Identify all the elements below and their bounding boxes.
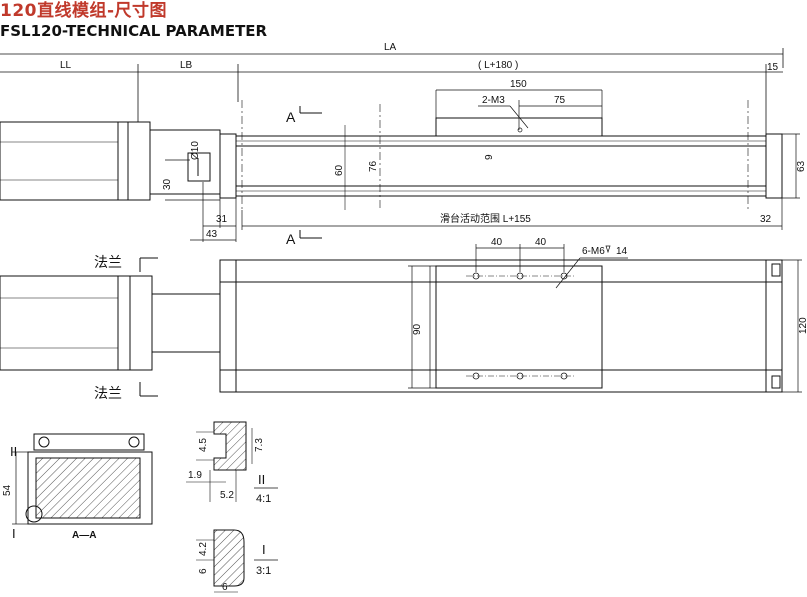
plan-view: 法兰 法兰 90 (0, 237, 807, 401)
dim-90: 90 (412, 323, 423, 335)
dim-m6-depth: 14 (616, 246, 628, 257)
dim-LB: LB (180, 60, 193, 71)
dim-LL: LL (60, 60, 72, 71)
dim-31: 31 (216, 214, 228, 225)
dim-1-9: 1.9 (188, 470, 202, 481)
dim-6a: 6 (198, 568, 209, 574)
dim-76: 76 (368, 160, 379, 172)
dim-4-2: 4.2 (198, 542, 209, 556)
dim-150: 150 (510, 79, 527, 90)
dim-4-5: 4.5 (198, 438, 209, 452)
label-i: I (12, 526, 16, 541)
dim-75: 75 (554, 95, 566, 106)
dim-120: 120 (798, 317, 807, 334)
top-view: LA LL LB ( L+180 ) 15 Ø10 30 (0, 42, 807, 247)
dim-60: 60 (334, 164, 345, 176)
section-aa: 54 II I A—A (2, 433, 153, 541)
label-detail-ii: II (258, 472, 265, 487)
dim-L180: ( L+180 ) (478, 60, 518, 71)
dim-54: 54 (2, 484, 13, 496)
dim-phi10: Ø10 (190, 141, 201, 160)
label-ii: II (10, 444, 17, 459)
drawing-title: 120直线模组-尺寸图 (0, 1, 168, 21)
flange-label-top: 法兰 (94, 254, 122, 270)
drawing-subtitle: FSL120-TECHNICAL PARAMETER (0, 22, 268, 40)
dim-40a: 40 (491, 237, 503, 248)
dim-63: 63 (796, 160, 807, 172)
dim-7-3: 7.3 (254, 438, 265, 452)
dim-43: 43 (206, 229, 218, 240)
dim-2m3: 2-M3 (482, 95, 505, 106)
scale-3-1: 3:1 (256, 565, 271, 577)
section-a-bottom: A (286, 231, 296, 247)
dim-m6: 6-M6 (582, 246, 605, 257)
section-a-top: A (286, 109, 296, 125)
scale-4-1: 4:1 (256, 493, 271, 505)
dim-40b: 40 (535, 237, 547, 248)
dim-stroke: 滑台活动范围 L+155 (440, 212, 531, 225)
dim-32: 32 (760, 214, 772, 225)
dim-30: 30 (162, 178, 173, 190)
dim-6b: 6 (222, 582, 228, 593)
detail-i: 4.2 6 6 I 3:1 (196, 529, 278, 593)
label-aa: A—A (72, 530, 96, 541)
dim-LA: LA (384, 42, 397, 53)
label-detail-i: I (262, 542, 266, 557)
dim-15: 15 (767, 62, 779, 73)
dim-5-2: 5.2 (220, 490, 234, 501)
detail-ii: 4.5 7.3 1.9 5.2 II 4:1 (186, 421, 278, 505)
flange-label-bottom: 法兰 (94, 385, 122, 401)
dim-9: 9 (484, 154, 495, 160)
